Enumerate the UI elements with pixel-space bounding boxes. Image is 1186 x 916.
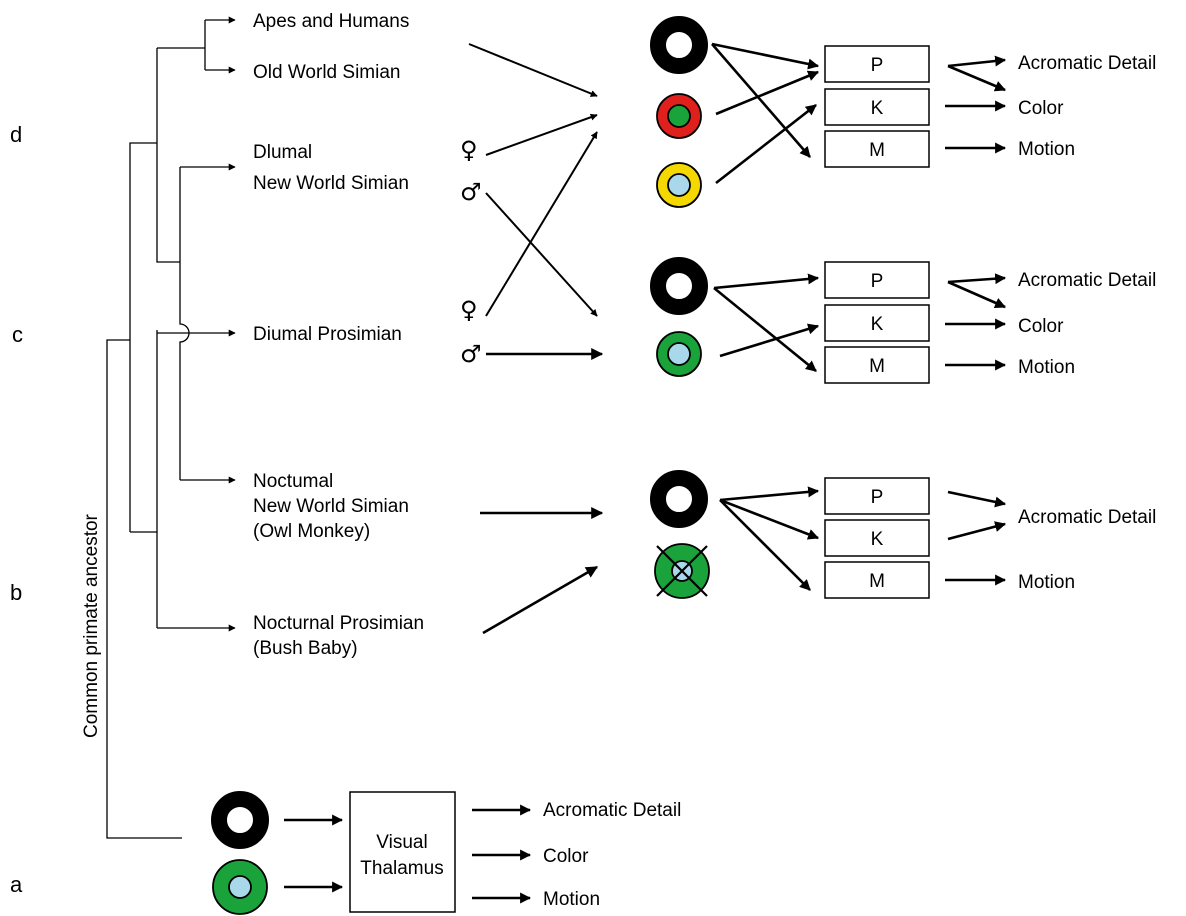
m-pathway-box	[824, 346, 930, 384]
visual-thalamus-box	[349, 791, 456, 913]
k-pathway-box	[824, 304, 930, 342]
male-symbol: ♂	[460, 178, 482, 206]
taxon-nocturnal-prosimian-line1: Nocturnal Prosimian	[253, 613, 424, 634]
output-achromatic-detail: Acromatic Detail	[543, 800, 681, 821]
green-cone-ring	[656, 331, 702, 377]
taxon-nocturnal-prosimian-line2: (Bush Baby)	[253, 638, 358, 659]
p-pathway-label: P	[871, 271, 884, 292]
k-pathway-label: K	[871, 314, 884, 335]
p-pathway-box	[824, 477, 930, 515]
ancestor-label: Common primate ancestor	[81, 513, 102, 738]
crossed-green-cone-ring	[654, 543, 710, 599]
phylogenetic-tree	[106, 16, 236, 839]
visual-thalamus-label-line1: Visual	[376, 832, 427, 853]
output-achromatic-detail: Acromatic Detail	[1018, 270, 1156, 291]
black-rod-ring	[211, 791, 269, 849]
taxon-diurnal-nws-line1: Dlumal	[253, 142, 312, 163]
taxon-diurnal-nws-line2: New World Simian	[253, 173, 409, 194]
output-color: Color	[543, 846, 589, 867]
k-pathway-box	[824, 519, 930, 557]
visual-thalamus-label-line2: Thalamus	[360, 858, 443, 879]
output-motion: Motion	[1018, 572, 1075, 593]
taxon-diurnal-prosimian: Diumal Prosimian	[253, 324, 402, 345]
level-a-label: a	[10, 872, 23, 897]
m-pathway-label: M	[869, 140, 885, 161]
female-symbol: ♀	[460, 136, 478, 164]
taxon-old-world-simian: Old World Simian	[253, 62, 400, 83]
p-pathway-box	[824, 261, 930, 299]
output-achromatic-detail: Acromatic Detail	[1018, 507, 1156, 528]
k-pathway-label: K	[871, 98, 884, 119]
taxon-apes-humans: Apes and Humans	[253, 11, 409, 32]
output-color: Color	[1018, 98, 1064, 119]
pathway-to-output-arrows	[945, 55, 1007, 586]
m-pathway-label: M	[869, 356, 885, 377]
output-motion: Motion	[543, 889, 600, 910]
taxon-nocturnal-nws-line1: Noctumal	[253, 471, 333, 492]
m-pathway-box	[824, 561, 930, 599]
black-rod-ring	[650, 257, 708, 315]
taxon-nocturnal-nws-line2: New World Simian	[253, 496, 409, 517]
output-motion: Motion	[1018, 357, 1075, 378]
k-pathway-label: K	[871, 529, 884, 550]
black-rod-ring	[650, 470, 708, 528]
yellow-cone-ring	[656, 162, 702, 208]
red-cone-ring	[656, 93, 702, 139]
level-d-label: d	[10, 122, 22, 147]
level-b-label: b	[10, 580, 22, 605]
black-rod-ring	[650, 16, 708, 74]
female-symbol: ♀	[460, 296, 478, 324]
level-c-label: c	[12, 322, 23, 347]
k-pathway-box	[824, 88, 930, 126]
taxon-nocturnal-nws-line3: (Owl Monkey)	[253, 521, 370, 542]
green-cone-ring	[212, 859, 268, 915]
male-symbol: ♂	[460, 340, 482, 368]
output-motion: Motion	[1018, 139, 1075, 160]
output-color: Color	[1018, 316, 1064, 337]
taxa-to-cone-arrows	[468, 43, 604, 635]
cone-to-pathway-arrows	[711, 42, 820, 591]
m-pathway-box	[824, 130, 930, 168]
output-achromatic-detail: Acromatic Detail	[1018, 53, 1156, 74]
m-pathway-label: M	[869, 571, 885, 592]
p-pathway-box	[824, 45, 930, 83]
p-pathway-label: P	[871, 55, 884, 76]
p-pathway-label: P	[871, 487, 884, 508]
